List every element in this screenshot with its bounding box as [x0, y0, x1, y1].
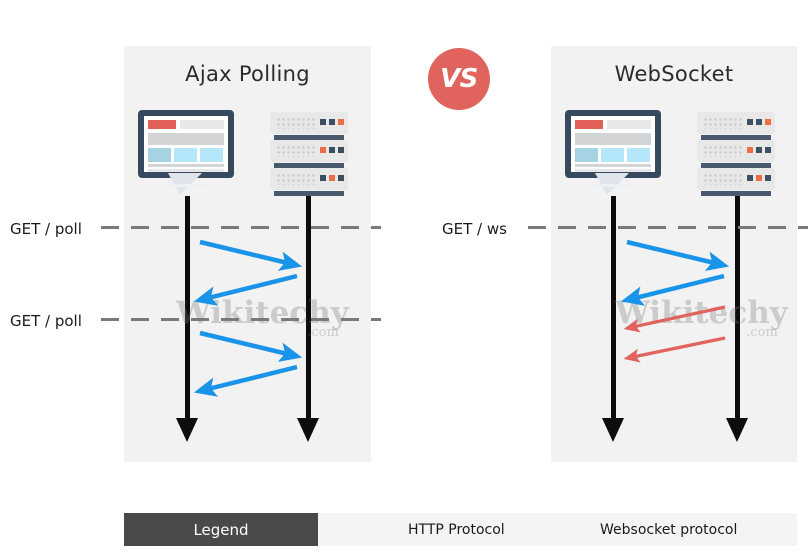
lifeline-client-left	[185, 196, 190, 418]
legend-item-websocket-label: Websocket protocol	[600, 521, 738, 538]
lifeline-client-right	[611, 196, 616, 418]
lifeline-client-left-arrowhead	[176, 418, 198, 442]
legend-item-http: HTTP Protocol	[352, 513, 505, 546]
lifeline-server-left	[306, 196, 311, 418]
dashed-line-left-1	[101, 226, 381, 229]
dashed-line-left-2	[101, 318, 381, 321]
axis-label-right-1: GET / ws	[442, 220, 507, 238]
axis-label-left-1: GET / poll	[10, 220, 82, 238]
axis-label-left-2: GET / poll	[10, 312, 82, 330]
legend-strip: Legend HTTP Protocol Websocket protocol	[124, 513, 797, 546]
vs-badge: VS	[428, 48, 490, 110]
legend-title: Legend	[124, 513, 318, 546]
client-monitor-icon-left	[138, 110, 234, 195]
lifeline-client-right-arrowhead	[602, 418, 624, 442]
lifeline-server-right	[735, 196, 740, 418]
legend-item-websocket: Websocket protocol	[544, 513, 737, 546]
websocket-title: WebSocket	[614, 62, 734, 86]
server-rack-icon-right	[697, 112, 775, 196]
dashed-line-right-1	[528, 226, 808, 229]
websocket-panel	[551, 46, 797, 462]
lifeline-server-right-arrowhead	[726, 418, 748, 442]
server-rack-icon-left	[270, 112, 348, 196]
legend-item-http-label: HTTP Protocol	[408, 521, 505, 538]
lifeline-server-left-arrowhead	[297, 418, 319, 442]
ajax-polling-title: Ajax Polling	[185, 62, 310, 86]
ajax-polling-panel	[124, 46, 371, 462]
client-monitor-icon-right	[565, 110, 661, 195]
